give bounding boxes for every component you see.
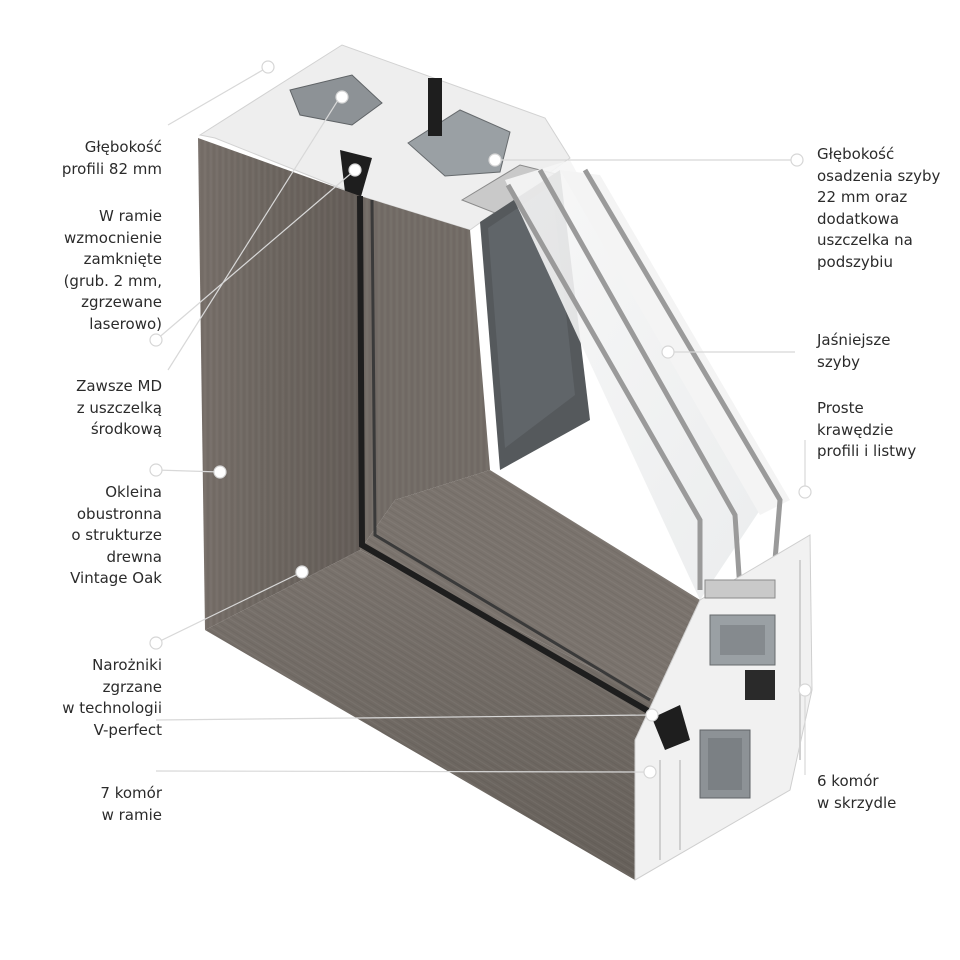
dot-md-gasket: [348, 163, 362, 177]
window-illustration: [198, 44, 813, 881]
top-gasket: [428, 78, 442, 136]
dot-corners: [295, 565, 309, 579]
dot-sash-chambers: [798, 683, 812, 697]
dot-frame-reinforcement: [335, 90, 349, 104]
top-steel-reinforcement: [289, 74, 383, 126]
sash-gasket-line: [357, 195, 657, 718]
label-straight-edges: Proste krawędzie profili i listwy: [817, 399, 917, 460]
label-md-gasket: Zawsze MD z uszczelką środkową: [76, 377, 162, 438]
dot-inner-gasket: [645, 708, 659, 722]
callout-dots: [149, 60, 812, 779]
glass-edge-1: [505, 183, 703, 590]
label-profile-depth: Głębokość profili 82 mm: [61, 138, 162, 178]
bottom-glass-spacer: [704, 579, 776, 599]
label-frame-reinforcement: W ramie wzmocnienie zamknięte (grub. 2 m…: [63, 207, 162, 333]
dot-straight-edges: [798, 485, 812, 499]
glass-edge-3: [582, 168, 783, 561]
top-sash-reinforcement: [407, 109, 511, 177]
dot-veneer: [213, 465, 227, 479]
dot-glass-depth: [488, 153, 502, 167]
label-sash-chambers: 6 komór w skrzydle: [817, 772, 897, 812]
label-corners: Narożniki zgrzane w technologii V-perfec…: [62, 656, 162, 739]
dot-md-gasket-left: [149, 333, 163, 347]
dot-corners-left: [149, 636, 163, 650]
label-veneer: Okleina obustronna o strukturze drewna V…: [70, 483, 162, 587]
dot-veneer-left: [149, 463, 163, 477]
leader-lines: [155, 66, 806, 775]
dot-glass-depth-right: [790, 153, 804, 167]
dot-frame-chambers: [643, 765, 657, 779]
dot-profile-depth: [261, 60, 275, 74]
label-glass-depth: Głębokość osadzenia szyby 22 mm oraz dod…: [817, 145, 941, 271]
label-lighter-glass: Jaśniejsze szyby: [817, 331, 891, 371]
glass-edge-2: [537, 168, 743, 591]
dot-lighter-glass: [661, 345, 675, 359]
bottom-frame-gasket: [652, 705, 690, 750]
bottom-center-gasket: [745, 670, 775, 700]
label-frame-chambers: 7 komór w ramie: [100, 784, 162, 824]
glass-pane-inner: [505, 160, 760, 600]
glass-pane-outer: [560, 170, 790, 515]
